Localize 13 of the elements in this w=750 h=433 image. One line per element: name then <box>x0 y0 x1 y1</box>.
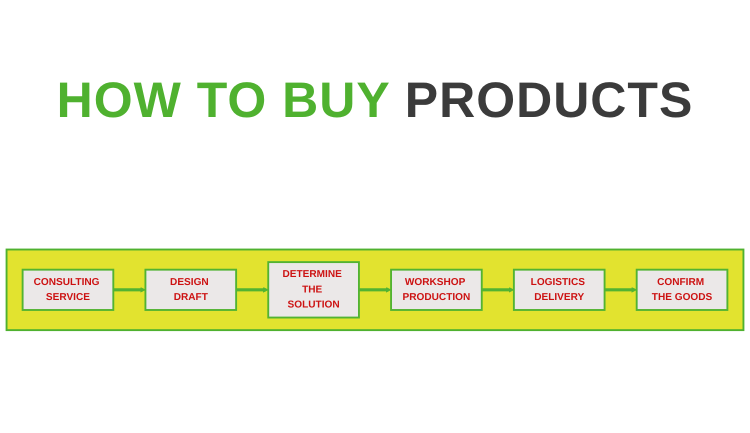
node-box: LOGISTICS DELIVERY <box>512 268 606 312</box>
node-box: DESIGN DRAFT <box>144 268 238 312</box>
title: HOW TO BUY PRODUCTS <box>56 71 694 130</box>
arrow <box>236 287 268 293</box>
node-box: CONFIRM THE GOODS <box>636 268 728 312</box>
arrow <box>482 287 514 293</box>
node-box: DETERMINE THE SOLUTION <box>267 261 360 319</box>
arrow <box>604 287 637 293</box>
node-box: CONSULTING SERVICE <box>22 268 114 312</box>
arrow <box>358 287 392 293</box>
cluster <box>6 248 744 332</box>
arrow <box>113 287 146 293</box>
node-box: WORKSHOP PRODUCTION <box>390 268 483 312</box>
